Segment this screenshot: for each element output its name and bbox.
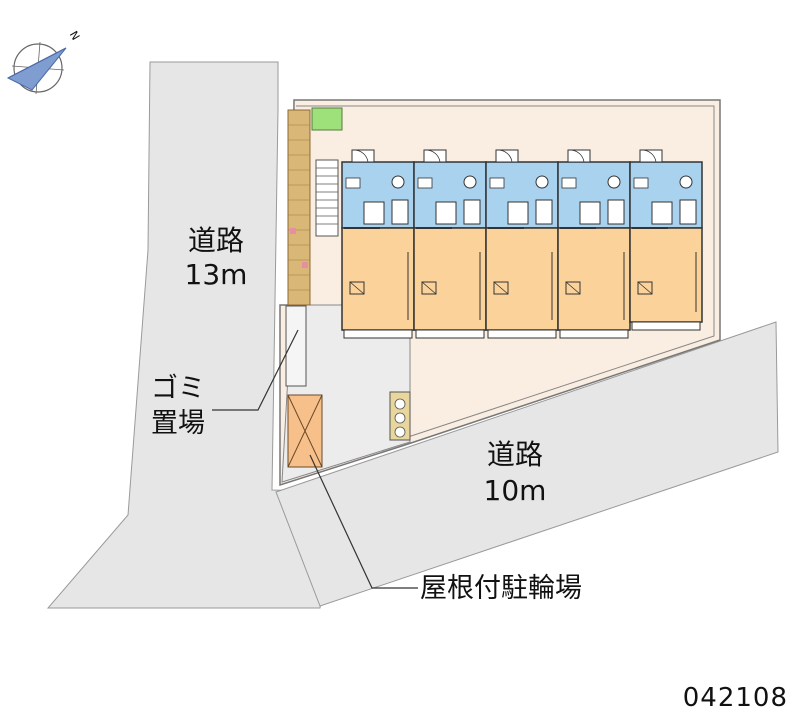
lot-inner-line: [296, 105, 715, 439]
apartment-unit: [413, 149, 487, 339]
hedge: [311, 107, 343, 131]
map-code: 042108: [682, 683, 788, 713]
road-west-name: 道路: [187, 224, 244, 257]
stairs: [315, 159, 339, 237]
road-south-name: 道路: [486, 438, 543, 471]
trash-label-line1: ゴミ: [151, 373, 205, 404]
apartment-unit: [557, 149, 631, 339]
bike-shelter-label: 屋根付駐輪場: [420, 573, 582, 604]
apartment-building: [341, 149, 703, 339]
apartment-unit: [341, 149, 415, 339]
brick-wall: [287, 109, 311, 306]
road-south-width: 10m: [483, 474, 547, 507]
utility-box: [389, 391, 411, 441]
leader-trash: [212, 329, 299, 411]
bike-shelter: [287, 394, 323, 468]
apartment-unit: [485, 149, 559, 339]
leader-bike: [309, 454, 418, 589]
trash-label-line2: 置場: [151, 408, 205, 439]
road-south: [275, 321, 779, 607]
trash-area: [285, 305, 307, 387]
road-west-width: 13m: [184, 258, 248, 291]
apartment-unit: [629, 149, 703, 331]
compass-icon: [6, 41, 67, 95]
